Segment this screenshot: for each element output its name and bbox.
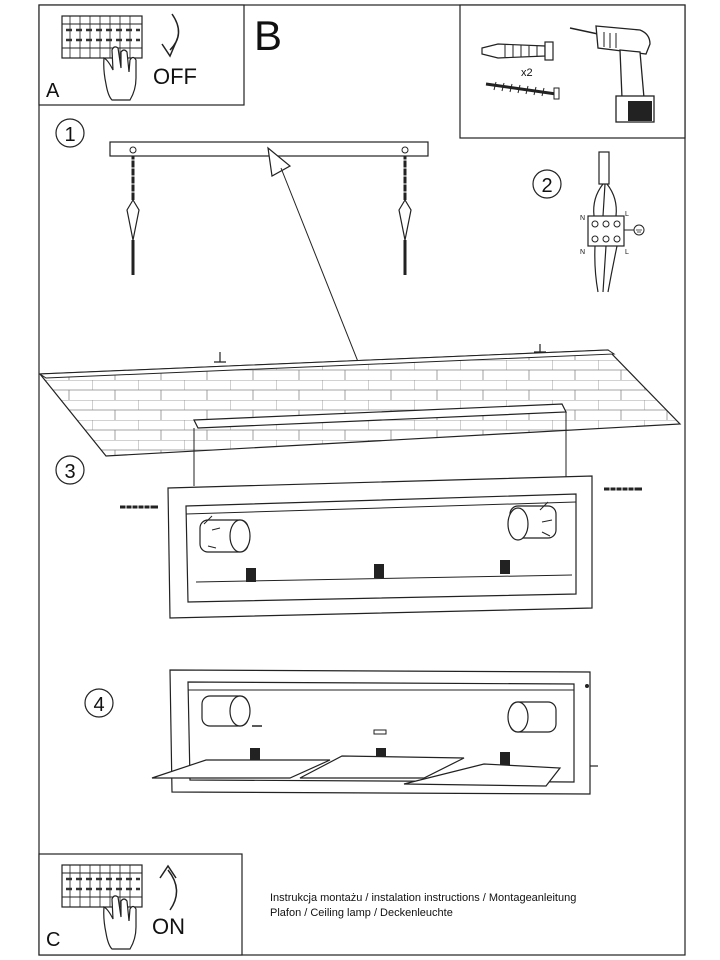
step-2-number: 2 [541,175,552,197]
wire-l-bottom: L [625,249,629,256]
pointer-arrow [267,146,292,177]
step-1-number: 1 [64,124,75,146]
screw-icon [485,81,560,100]
drill-icon [569,25,655,123]
anchor-right [398,146,412,275]
panel-b-tools: x2 [459,4,686,139]
step-1: 1 [55,118,429,413]
step-4: 4 [84,669,598,795]
side-screw-left [120,503,158,511]
diffuser-panels [151,755,562,787]
outer-frame [38,4,686,956]
panel-b-letter: B [254,12,282,59]
terminal-block [587,151,645,293]
spotlight-right-step4 [507,701,557,733]
spotlight-left-step4 [201,695,262,727]
caption: Instrukcja montażu / instalation instruc… [270,891,576,921]
caption-line-1: Instrukcja montażu / instalation instruc… [270,892,577,904]
panel-c: C ON [38,853,243,956]
arrow-up-icon [167,869,178,911]
ceiling-slab [38,344,682,457]
hand-icon [103,46,137,101]
hand-icon-c [103,895,137,950]
lamp-body-step4 [151,669,598,795]
wall-plug-icon [481,41,554,61]
off-label: OFF [153,64,197,89]
spotlight-right [507,501,557,541]
on-label: ON [152,914,185,939]
step-4-number: 4 [93,694,104,716]
wire-n-top: N [580,215,585,222]
step-2: 2 N L N L [532,151,645,293]
caption-line-2: Plafon / Ceiling lamp / Deckenleuchte [270,907,453,919]
lamp-body-step3 [167,475,593,619]
wire-l-top: L [625,211,629,218]
step-3: 3 [38,344,682,619]
quantity-label: x2 [521,67,533,79]
breaker-box-icon [61,15,143,59]
anchor-left [126,146,140,275]
arrow-down-icon [169,13,180,51]
spotlight-left [199,515,251,553]
panel-c-letter: C [46,929,60,951]
side-screw-right [604,485,642,493]
step-3-number: 3 [64,461,75,483]
panel-a: A OFF [38,4,245,106]
breaker-box-icon-c [61,864,143,908]
wire-n-bottom: N [580,249,585,256]
panel-a-letter: A [46,80,60,102]
